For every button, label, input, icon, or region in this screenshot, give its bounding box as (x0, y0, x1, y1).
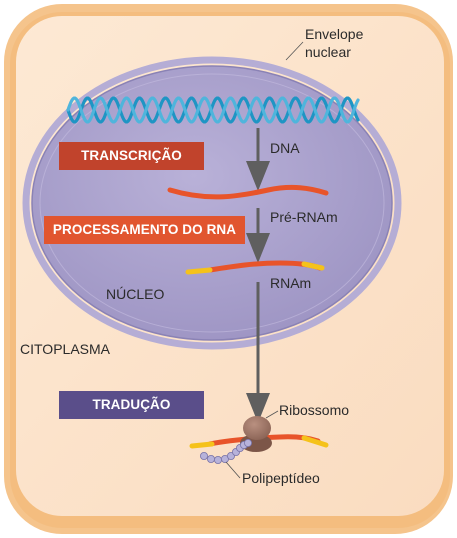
mrna-5-cap (185, 267, 213, 275)
dna-label: DNA (270, 140, 300, 156)
dna-helix (66, 96, 360, 124)
transcription-label: TRANSCRIÇÃO (59, 142, 204, 170)
nuclear-envelope-label-line2: nuclear (305, 44, 351, 60)
mrna-label: RNAm (270, 275, 312, 291)
nucleus-label: NÚCLEO (106, 286, 165, 302)
amino-acid-bead (206, 454, 215, 463)
amino-acid-bead (199, 451, 208, 460)
ribosome-label: Ribossomo (279, 402, 350, 418)
mrna-poly-a-tail (301, 261, 325, 271)
amino-acid-bead (213, 455, 222, 464)
nuclear-envelope-label-line1: Envelope (305, 26, 364, 42)
envelope-pointer (285, 41, 304, 61)
cytoplasm-label: CITOPLASMA (20, 341, 110, 357)
ribosome (240, 416, 272, 452)
mrna-strand (185, 260, 325, 275)
amino-acid-bead (243, 438, 252, 447)
nucleus (22, 56, 402, 350)
ribosome-pointer (265, 410, 279, 419)
rna-processing-label: PROCESSAMENTO DO RNA (44, 216, 245, 244)
pre-mrna-label: Pré-RNAm (270, 209, 338, 225)
pre-mrna-strand (167, 184, 329, 200)
polypeptide-pointer (225, 461, 241, 479)
cytoplasm-mrna (189, 434, 329, 449)
polypeptide-label: Polipeptídeo (242, 470, 320, 486)
polypeptide-chain (199, 438, 252, 464)
translation-label: TRADUÇÃO (59, 391, 204, 419)
